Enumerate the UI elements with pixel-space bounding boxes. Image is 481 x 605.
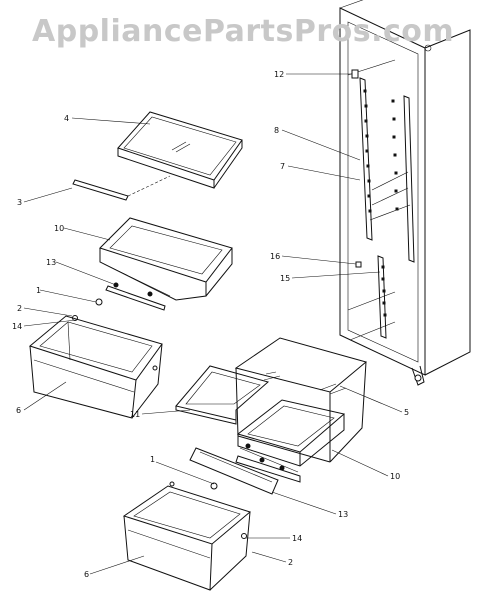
callout-14-top: 14 <box>12 322 22 331</box>
shelf-trim <box>72 175 171 201</box>
callout-2-top: 2 <box>17 304 22 313</box>
callout-6-top: 6 <box>16 406 21 415</box>
callout-10-top: 10 <box>54 224 64 233</box>
callout-16: 16 <box>270 252 280 261</box>
callout-5: 5 <box>404 408 409 417</box>
callout-10-bottom: 10 <box>390 472 400 481</box>
callout-15: 15 <box>280 274 290 283</box>
callout-7: 7 <box>280 162 285 171</box>
glass-shelf-bottom <box>175 365 270 425</box>
callout-2-bottom: 2 <box>288 558 293 567</box>
shelf-rails <box>347 59 415 341</box>
callout-8: 8 <box>274 126 279 135</box>
callout-6-bottom: 6 <box>84 570 89 579</box>
crisper-drawer-top <box>28 315 163 419</box>
callout-14-bottom: 14 <box>292 534 302 543</box>
crisper-drawer-bottom <box>122 485 252 591</box>
cover-trim-bottom <box>169 447 279 495</box>
glass-shelf-top <box>117 111 243 189</box>
leader-lines <box>23 73 403 575</box>
callout-1-bottom: 1 <box>150 455 155 464</box>
callout-13-top: 13 <box>46 258 56 267</box>
crisper-cover-top <box>99 217 233 311</box>
cabinet-wall <box>339 0 471 386</box>
callout-1-top: 1 <box>36 286 41 295</box>
callout-11: 11 <box>130 410 140 419</box>
callouts: 12 4 8 7 3 10 16 13 15 1 2 14 6 11 5 10 … <box>12 70 409 579</box>
callout-12-top: 12 <box>274 70 284 79</box>
callout-13-bottom: 13 <box>338 510 348 519</box>
watermark: AppliancePartsPros.com <box>32 14 455 49</box>
crisper-cover-bottom <box>235 399 346 483</box>
callout-3: 3 <box>17 198 22 207</box>
callout-4: 4 <box>64 114 69 123</box>
